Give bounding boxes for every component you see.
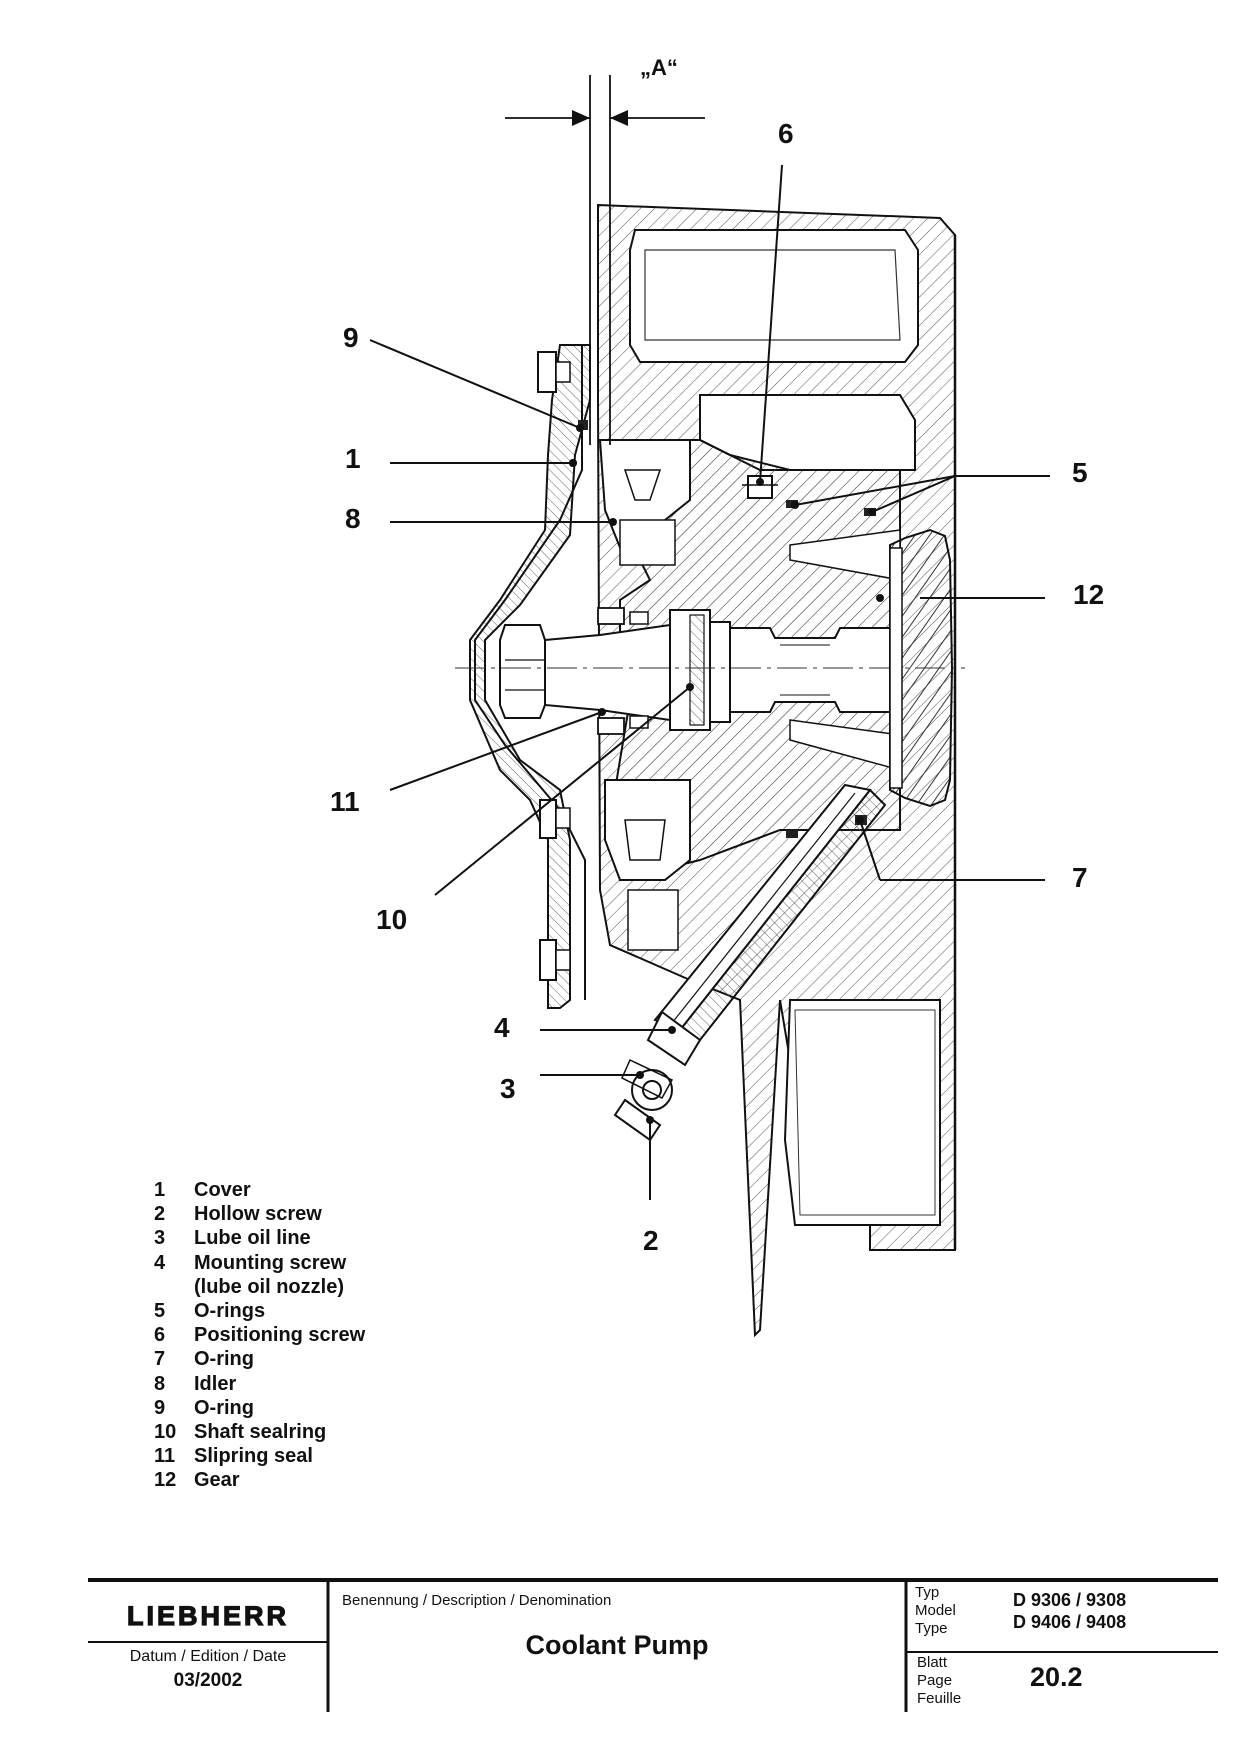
legend-number: 7 [154, 1348, 166, 1371]
o-ring-9 [578, 420, 588, 430]
parts-legend: 1 Cover 2 Hollow screw 3 Lube oil line 4 Mounti… [154, 1178, 454, 1493]
bolt-lower [539, 939, 571, 981]
legend-number: 1 [154, 1179, 166, 1201]
callout-2: 2 [643, 1225, 659, 1256]
title-block-frame [88, 1578, 1218, 1712]
type-label-typ: Typ [915, 1584, 940, 1601]
legend-row: 6 Positioning screw [154, 1323, 454, 1347]
legend-row: (lube oil nozzle) [154, 1275, 454, 1299]
callout-8: 8 [345, 503, 361, 534]
legend-number: 8 [154, 1372, 166, 1395]
legend-label: Slipring seal [194, 1445, 313, 1468]
legend-number: 12 [154, 1469, 177, 1492]
description-heading: Benennung / Description / Denomination [342, 1592, 612, 1609]
legend-number: 2 [154, 1203, 166, 1226]
dimension-a: „A“ [505, 55, 705, 445]
legend-row: 10 Shaft sealring [154, 1420, 454, 1444]
description-value: Coolant Pump [525, 1630, 709, 1660]
legend-number: 10 [154, 1421, 177, 1444]
legend-row: 11 Slipring seal [154, 1444, 454, 1468]
callout-4: 4 [494, 1012, 510, 1043]
legend-row: 12 Gear [154, 1468, 454, 1492]
legend-number: 3 [154, 1227, 166, 1250]
leader-lines [369, 164, 1050, 1200]
drive-gear [889, 528, 954, 808]
callout-9: 9 [343, 322, 359, 353]
bolt-upper [537, 351, 571, 393]
legend-row: 9 O-ring [154, 1396, 454, 1420]
hollow-screw [613, 1058, 674, 1142]
pump-shaft [455, 607, 965, 735]
legend-number: 11 [154, 1445, 176, 1468]
cover-part [469, 344, 591, 1009]
page-label-page: Page [917, 1672, 953, 1689]
legend-label: O-ring [194, 1396, 254, 1419]
legend-label: Hollow screw [194, 1203, 322, 1226]
callout-12: 12 [1073, 579, 1104, 610]
callout-10: 10 [376, 904, 407, 935]
legend-row: 4 Mounting screw [154, 1251, 454, 1275]
legend-number: 9 [154, 1396, 166, 1419]
callout-5: 5 [1072, 457, 1088, 488]
page-label-feuille: Feuille [917, 1690, 962, 1707]
legend-label: (lube oil nozzle) [194, 1275, 344, 1298]
leader-dots [569, 424, 884, 1124]
type-label-type: Type [915, 1620, 948, 1637]
legend-row: 8 Idler [154, 1372, 454, 1396]
legend-row: 2 Hollow screw [154, 1202, 454, 1226]
callout-3: 3 [500, 1073, 516, 1104]
shaft-sealring [709, 621, 731, 723]
legend-label: Lube oil line [194, 1227, 311, 1250]
legend-number: 5 [154, 1300, 166, 1323]
legend-row: 1 Cover [154, 1178, 454, 1202]
callout-6: 6 [778, 118, 794, 149]
date-value: 03/2002 [173, 1670, 243, 1691]
legend-label: Cover [194, 1179, 251, 1201]
lube-oil-line [613, 783, 887, 1142]
callout-7: 7 [1072, 862, 1088, 893]
legend-row: 3 Lube oil line [154, 1226, 454, 1250]
brand-logo: LIEBHERR [127, 1601, 289, 1631]
legend-label: O-ring [194, 1348, 254, 1371]
dimension-a-label: „A“ [640, 55, 678, 80]
legend-label: O-rings [194, 1300, 266, 1323]
callout-numbers: 9 1 8 11 10 6 5 12 7 4 3 2 [330, 118, 1104, 1256]
slipring-seal [597, 607, 625, 625]
legend-number: 4 [154, 1251, 166, 1274]
page-number: 20.2 [1030, 1662, 1083, 1692]
legend-row: 5 O-rings [154, 1299, 454, 1323]
type-value-2: D 9406 / 9408 [1013, 1612, 1127, 1632]
legend-label: Positioning screw [194, 1324, 366, 1347]
callout-11: 11 [330, 786, 360, 817]
legend-label: Shaft sealring [194, 1421, 327, 1444]
page-label-blatt: Blatt [917, 1654, 948, 1671]
bolt-middle [539, 799, 571, 839]
legend-label: Gear [194, 1469, 240, 1492]
type-label-model: Model [915, 1602, 956, 1619]
legend-label: Idler [194, 1372, 237, 1395]
type-value-1: D 9306 / 9308 [1013, 1590, 1127, 1610]
date-heading: Datum / Edition / Date [129, 1648, 287, 1665]
legend-number [154, 1275, 194, 1299]
legend-number: 6 [154, 1324, 166, 1347]
legend-label: Mounting screw [194, 1251, 347, 1274]
legend-row: 7 O-ring [154, 1347, 454, 1371]
callout-1: 1 [345, 443, 361, 474]
